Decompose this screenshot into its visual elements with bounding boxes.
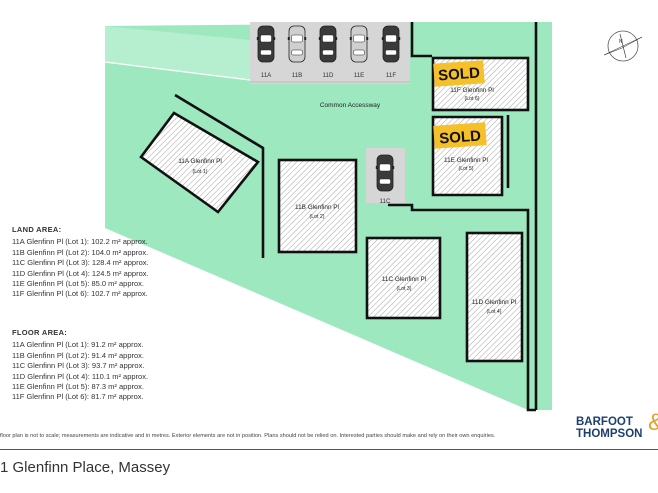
floor-area-item: 11B Glenfinn Pl (Lot 2): 91.4 m² approx.: [12, 350, 145, 360]
lot-b-number: (Lot 2): [310, 214, 325, 220]
lot-a-number: (Lot 1): [193, 169, 208, 175]
car-icon: [318, 25, 338, 63]
footer-divider: [0, 449, 658, 450]
logo-ampersand: &: [648, 411, 658, 435]
lot-d-name: 11D Glenfinn Pl: [472, 299, 516, 306]
svg-text:SOLD: SOLD: [438, 65, 481, 85]
sold-badge-11f: SOLD: [433, 60, 485, 87]
floor-area-item: 11D Glenfinn Pl (Lot 4): 110.1 m² approx…: [12, 371, 149, 381]
land-area-item: 11A Glenfinn Pl (Lot 1): 102.2 m² approx…: [12, 237, 148, 247]
lot-d-number: (Lot 4): [487, 309, 502, 315]
building-11a: [139, 111, 260, 214]
site-walls: [174, 22, 538, 412]
lot-f-number: (Lot 6): [465, 96, 480, 102]
building-11d: [465, 231, 524, 363]
lot-e-name: 11E Glenfinn Pl: [444, 157, 488, 164]
compass-icon: N: [603, 30, 643, 62]
disclaimer-text: floor plan is not to scale; measurements…: [0, 433, 496, 439]
car-icon: [287, 25, 307, 63]
parking-label-11f: 11F: [386, 72, 396, 79]
building-11c: [365, 236, 442, 320]
floor-area-item: 11C Glenfinn Pl (Lot 3): 93.7 m² approx.: [12, 361, 145, 371]
lot-b-name: 11B Glenfinn Pl: [295, 204, 339, 211]
floor-area-heading: FLOOR AREA:: [12, 328, 68, 337]
lot-e-number: (Lot 5): [459, 166, 474, 172]
common-accessway-label: Common Accessway: [320, 102, 381, 109]
logo-line-2: THOMPSON: [576, 428, 643, 440]
parking-label-11c: 11C: [380, 198, 391, 205]
land-area-item: 11F Glenfinn Pl (Lot 6): 102.7 m² approx…: [12, 289, 148, 299]
property-address: 1 Glenfinn Place, Massey: [0, 459, 171, 476]
parking-label-11e: 11E: [354, 72, 365, 79]
logo-line-1: BARFOOT: [576, 416, 633, 428]
lot-c-number: (Lot 3): [397, 286, 412, 292]
land-area-item: 11C Glenfinn Pl (Lot 3): 128.4 m² approx…: [12, 258, 149, 268]
floor-area-list: FLOOR AREA: 11A Glenfinn Pl (Lot 1): 91.…: [12, 328, 148, 403]
site-plan: 11A Glenfinn Pl (Lot 1) 11B Glenfinn Pl …: [104, 22, 643, 412]
land-area-item: 11B Glenfinn Pl (Lot 2): 104.0 m² approx…: [12, 247, 149, 257]
svg-text:N: N: [619, 39, 623, 45]
car-icon: [375, 154, 395, 192]
sold-badge-11e: SOLD: [433, 122, 487, 149]
floor-area-item: 11A Glenfinn Pl (Lot 1): 91.2 m² approx.: [12, 340, 144, 350]
svg-text:SOLD: SOLD: [439, 128, 482, 148]
parking-label-11d: 11D: [323, 72, 334, 79]
parking-cars: [256, 25, 401, 192]
lot-a-name: 11A Glenfinn Pl: [178, 158, 222, 165]
building-11b: [277, 158, 358, 254]
land-area-item: 11D Glenfinn Pl (Lot 4): 124.5 m² approx…: [12, 268, 149, 278]
parking-label-11b: 11B: [292, 72, 303, 79]
land-area-item: 11E Glenfinn Pl (Lot 5): 85.0 m² approx.: [12, 279, 145, 289]
land-area-heading: LAND AREA:: [12, 225, 62, 234]
barfoot-thompson-logo: BARFOOT THOMPSON &: [576, 411, 658, 441]
car-icon: [381, 25, 401, 63]
car-icon: [349, 25, 369, 63]
lot-f-name: 11F Glenfinn Pl: [450, 87, 494, 94]
floor-area-item: 11E Glenfinn Pl (Lot 5): 87.3 m² approx.: [12, 382, 145, 392]
floor-area-item: 11F Glenfinn Pl (Lot 6): 81.7 m² approx.: [12, 392, 144, 402]
land-area-list: LAND AREA: 11A Glenfinn Pl (Lot 1): 102.…: [12, 225, 149, 300]
car-icon: [256, 25, 276, 63]
lot-c-name: 11C Glenfinn Pl: [382, 276, 426, 283]
parking-label-11a: 11A: [261, 72, 272, 79]
